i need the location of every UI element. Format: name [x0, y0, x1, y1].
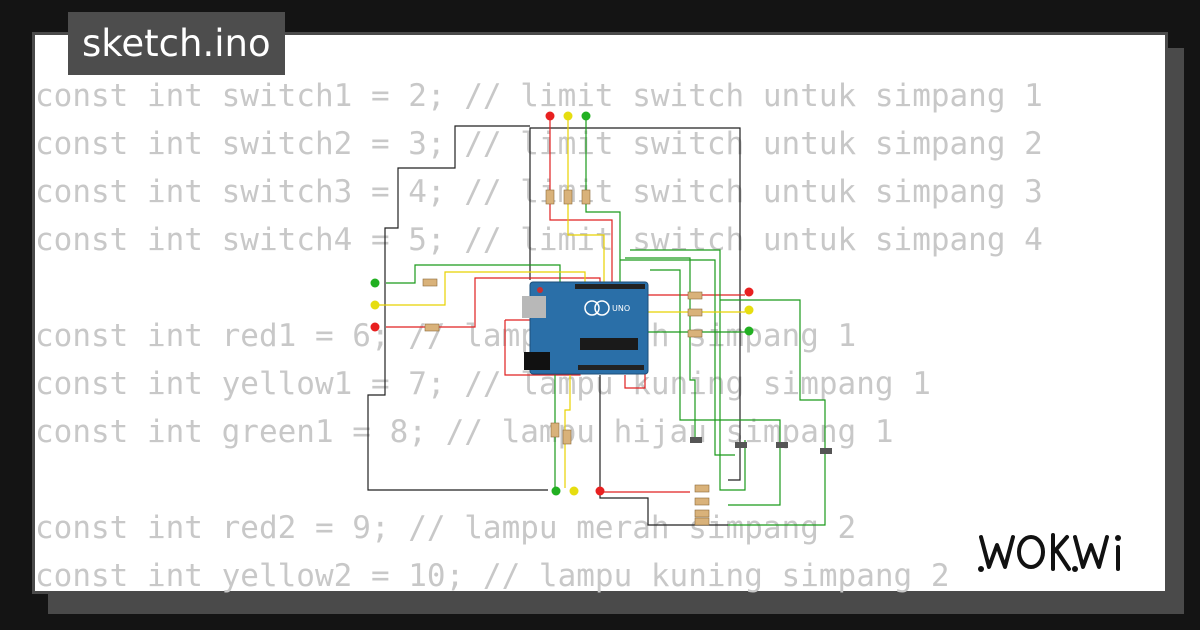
- board-label: UNO: [612, 304, 630, 313]
- limit-switches: [690, 437, 832, 454]
- wokwi-logo: [978, 533, 1121, 572]
- arduino-uno-board: UNO: [522, 281, 649, 375]
- code-line: const int yellow2 = 10; // lampu kuning …: [35, 558, 950, 594]
- code-line: const int switch3 = 4; // limit switch u…: [35, 174, 1043, 210]
- leds: [370, 111, 754, 496]
- resistors: [422, 189, 710, 526]
- file-title: sketch.ino: [82, 22, 271, 65]
- black-wires: [367, 125, 741, 526]
- code-line: const int switch4 = 5; // limit switch u…: [35, 222, 1043, 258]
- file-title-badge: sketch.ino: [68, 12, 285, 75]
- code-line: const int yellow1 = 7; // lampu kuning s…: [35, 366, 931, 402]
- code-line: const int red2 = 9; // lampu merah simpa…: [35, 510, 857, 546]
- code-line: const int switch1 = 2; // limit switch u…: [35, 78, 1043, 114]
- code-line: const int switch2 = 3; // limit switch u…: [35, 126, 1043, 162]
